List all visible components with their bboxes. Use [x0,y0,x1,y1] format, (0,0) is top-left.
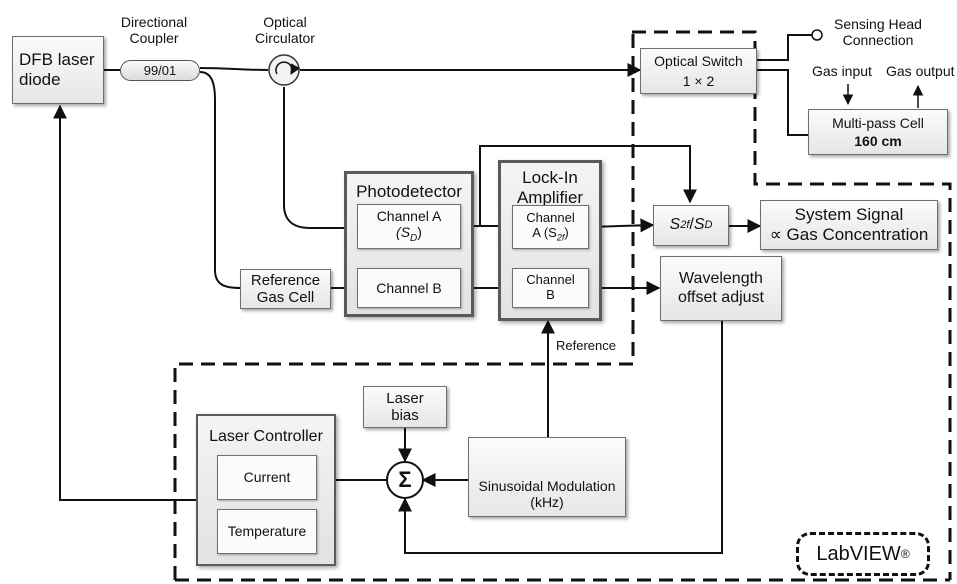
photodetector-label: Photodetector [356,182,462,201]
sinusoidal-modulation-label: Sinusoidal Modulation [478,477,616,494]
ratio-slash: / [689,216,694,234]
ratio-num: S [669,216,681,234]
reference-gas-cell-block: Reference Gas Cell [240,269,331,309]
optical-switch-ports: 1 × 2 [682,72,715,89]
li-channel-a-line2: A (S2f) [532,225,569,243]
labview-region-boundary [173,30,952,580]
current-label: Current [243,469,291,486]
system-signal-block: System Signal ∝ Gas Concentration [760,200,938,250]
sensing-head-label: Sensing Head Connection [834,16,922,49]
optical-switch-label: Optical Switch [654,53,743,70]
li-channel-a-sub: 2f [556,232,565,243]
ratio-den: S [693,216,705,234]
sinusoidal-modulation-block: Sinusoidal Modulation (kHz) [468,437,626,517]
fiber-switch-multipass [757,69,808,136]
lockin-label: Lock-In Amplifier [516,168,584,207]
li-channel-a-label: Channel [526,210,575,226]
multipass-cell-label: Multi-pass Cell [832,114,924,131]
multipass-length: 160 cm [854,133,902,149]
dfb-laser-label: DFB laser diode [19,50,95,89]
circulator-label: Optical Circulator [255,14,315,47]
fiber-coupler-circulator [199,67,269,71]
wire-wavelength-sigma [398,321,723,554]
optical-switch-block: Optical Switch 1 × 2 [640,48,757,94]
ratio-num-sub: 2f [680,219,690,232]
pd-channel-a-close: ) [417,224,422,241]
coupler-label: Directional Coupler [120,14,188,47]
gas-concentration-label: ∝ Gas Concentration [769,225,929,244]
temperature-label: Temperature [227,523,307,540]
labview-label: LabVIEW [816,542,901,565]
sensing-head-connector [811,29,823,41]
pd-channel-a-sym: (S [396,224,411,241]
fiber-coupler-reference [199,71,241,289]
laser-controller-label: Laser Controller [209,428,323,445]
pd-channel-b-label: Channel B [376,279,442,296]
pd-channel-b: Channel B [357,268,461,308]
fiber-circulator-pd [283,87,357,229]
lockin-channel-b: Channel B [512,268,589,308]
laser-bias-block: Laser bias [363,386,447,428]
li-channel-b2: B [546,287,555,302]
system-signal-label: System Signal [794,205,904,225]
dfb-laser-block: DFB laser diode [12,36,104,104]
ratio-den-sub: D [704,219,713,232]
wavelength-offset-block: Wavelength offset adjust [660,256,782,321]
laser-bias-label: Laser bias [386,389,424,424]
labview-badge: LabVIEW® [796,532,930,576]
lockin-channel-a: Channel A (S2f) [512,205,589,249]
fiber-switch-sensing [757,34,812,61]
temperature-block: Temperature [217,509,317,554]
multipass-cell-block: Multi-pass Cell 160 cm [808,109,948,155]
coupler-ratio: 99/01 [143,63,177,78]
summing-junction-circle [386,461,424,499]
gas-input-label: Gas input [812,63,872,79]
sigma-symbol: Σ [398,467,412,492]
pd-channel-a-symbol: (SD) [396,224,422,244]
sinusoidal-unit: (kHz) [530,493,564,510]
pd-channel-a-label: Channel A [376,208,442,225]
gas-output-label: Gas output [886,63,955,79]
wavelength-offset-label: Wavelength offset adjust [678,270,764,306]
current-block: Current [217,455,317,500]
wire-controller-laser [53,104,196,501]
coupler-block: 99/01 [120,60,200,81]
optical-circulator-icon [268,54,301,86]
labview-mark: ® [900,547,910,561]
pd-channel-a: Channel A (SD) [357,204,461,249]
reference-label: Reference [556,338,616,353]
reference-gas-cell-label: Reference Gas Cell [250,271,321,306]
li-channel-b-label: Channel [526,272,575,288]
wire-pda-ratio [479,145,697,226]
li-channel-a2: A (S [532,225,557,240]
pd-channel-a-sub: D [410,233,418,245]
